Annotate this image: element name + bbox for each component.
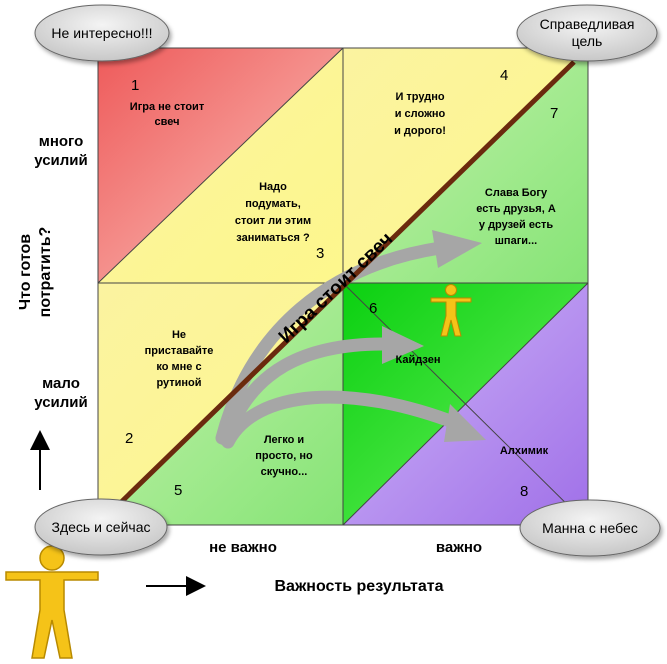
curved-arrow-top <box>215 241 447 445</box>
x-axis-high-label: важно <box>436 539 482 556</box>
svg-text:стоит ли этим: стоит ли этим <box>235 215 311 227</box>
svg-text:Надо: Надо <box>259 181 287 193</box>
svg-text:просто, но: просто, но <box>255 450 313 462</box>
zone-8-text: Алхимик <box>500 445 549 457</box>
zone-6-number: 6 <box>369 300 377 317</box>
svg-text:подумать,: подумать, <box>245 198 301 210</box>
arrow-head-top <box>432 230 482 268</box>
svg-text:есть друзья, А: есть друзья, А <box>476 203 556 215</box>
y-axis-high-label: много усилий <box>34 133 88 169</box>
svg-text:приставайте: приставайте <box>145 345 214 357</box>
svg-text:потратить?: потратить? <box>37 227 54 318</box>
zone-5-text: Легко и просто, но скучно... <box>255 434 313 478</box>
diagonal-line <box>110 60 576 513</box>
corner-top-right: Справедливая цель <box>516 4 658 62</box>
zone-4-text: И трудно и сложно и дорого! <box>394 91 446 137</box>
svg-text:Справедливая: Справедливая <box>540 16 635 32</box>
svg-text:И трудно: И трудно <box>395 91 444 103</box>
zone-2-number: 2 <box>125 430 133 447</box>
arrow-heads <box>382 230 486 442</box>
svg-text:Манна с небес: Манна с небес <box>542 520 638 536</box>
zone-6-text: Кайдзен <box>396 354 441 366</box>
zone-1-number: 1 <box>131 77 139 94</box>
corner-top-left: Не интересно!!! <box>34 4 170 62</box>
x-axis-title: Важность результата <box>274 578 443 595</box>
svg-text:и сложно: и сложно <box>395 108 446 120</box>
svg-text:рутиной: рутиной <box>156 377 201 389</box>
svg-text:Игра не стоит: Игра не стоит <box>130 101 205 113</box>
svg-text:шпаги...: шпаги... <box>495 235 537 247</box>
zone-3-text: Надо подумать, стоит ли этим заниматься … <box>235 181 311 244</box>
zone-7-number: 7 <box>550 105 558 122</box>
curved-arrow-bottom <box>221 390 465 449</box>
svg-text:Не интересно!!!: Не интересно!!! <box>51 25 152 41</box>
corner-bottom-left: Здесь и сейчас <box>34 498 168 556</box>
svg-text:Не: Не <box>172 329 186 341</box>
svg-text:и дорого!: и дорого! <box>394 125 446 137</box>
svg-text:Слава Богу: Слава Богу <box>485 187 548 199</box>
y-axis-title: Что готов потратить? <box>17 227 54 318</box>
y-axis-low-label: мало усилий <box>34 375 88 411</box>
zone-7-text: Слава Богу есть друзья, А у друзей есть … <box>476 187 556 247</box>
curved-arrow-middle <box>219 337 395 447</box>
zone-8-number: 8 <box>520 483 528 500</box>
svg-text:заниматься ?: заниматься ? <box>236 232 310 244</box>
svg-text:мало: мало <box>42 375 80 392</box>
zone-4-number: 4 <box>500 67 508 84</box>
progress-arrows <box>215 241 465 449</box>
svg-text:свеч: свеч <box>155 116 180 128</box>
svg-text:Что готов: Что готов <box>17 234 34 310</box>
x-axis-low-label: не важно <box>209 539 277 556</box>
person-figure-icon <box>430 284 472 337</box>
arrow-head-bottom <box>444 404 486 442</box>
zone-1-text: Игра не стоит свеч <box>130 101 205 128</box>
zone-2-text: Не приставайте ко мне с рутиной <box>145 329 214 389</box>
zone-3-number: 3 <box>316 245 324 262</box>
svg-text:скучно...: скучно... <box>261 466 308 478</box>
zone-5-number: 5 <box>174 482 182 499</box>
svg-text:усилий: усилий <box>34 152 88 169</box>
svg-text:ко мне с: ко мне с <box>156 361 201 373</box>
svg-text:Здесь и сейчас: Здесь и сейчас <box>52 519 151 535</box>
corner-bottom-right: Манна с небес <box>519 499 661 557</box>
svg-text:много: много <box>39 133 84 150</box>
svg-text:усилий: усилий <box>34 394 88 411</box>
svg-text:Легко и: Легко и <box>264 434 304 446</box>
arrow-head-middle <box>382 326 424 364</box>
person-figure-icon <box>5 545 99 659</box>
svg-text:у друзей есть: у друзей есть <box>479 219 553 231</box>
svg-text:цель: цель <box>572 33 603 49</box>
